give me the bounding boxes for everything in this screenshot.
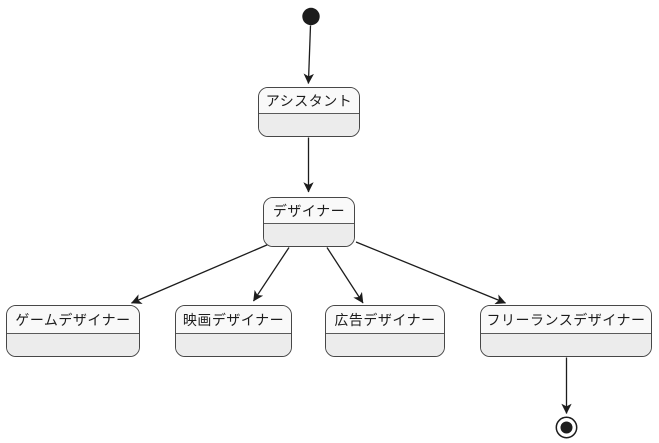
state-node-game-designer: ゲームデザイナー bbox=[6, 305, 140, 357]
state-title-assistant: アシスタント bbox=[259, 88, 359, 114]
state-title-designer: デザイナー bbox=[264, 198, 354, 224]
edge-start-to-assistant bbox=[303, 25, 314, 85]
state-body-ad-designer bbox=[326, 334, 444, 356]
initial-state-icon bbox=[302, 7, 320, 26]
state-node-film-designer: 映画デザイナー bbox=[175, 305, 292, 357]
state-body-designer bbox=[264, 224, 354, 246]
state-node-ad-designer: 広告デザイナー bbox=[325, 305, 445, 357]
state-node-assistant: アシスタント bbox=[258, 87, 360, 137]
state-body-freelance-designer bbox=[481, 334, 651, 356]
state-title-ad-designer: 広告デザイナー bbox=[326, 306, 444, 334]
state-body-assistant bbox=[259, 114, 359, 136]
state-title-freelance-designer: フリーランスデザイナー bbox=[481, 306, 651, 334]
edge-designer-to-ad-designer bbox=[326, 247, 364, 304]
edge-designer-to-game-designer bbox=[131, 243, 269, 304]
state-node-designer: デザイナー bbox=[263, 197, 355, 247]
state-title-film-designer: 映画デザイナー bbox=[176, 306, 291, 334]
final-state-icon bbox=[555, 416, 578, 439]
state-title-game-designer: ゲームデザイナー bbox=[7, 306, 139, 334]
edge-designer-to-freelance-designer bbox=[355, 241, 506, 305]
state-body-game-designer bbox=[7, 334, 139, 356]
state-body-film-designer bbox=[176, 334, 291, 356]
edge-designer-to-film-designer bbox=[252, 247, 290, 302]
state-node-freelance-designer: フリーランスデザイナー bbox=[480, 305, 652, 357]
